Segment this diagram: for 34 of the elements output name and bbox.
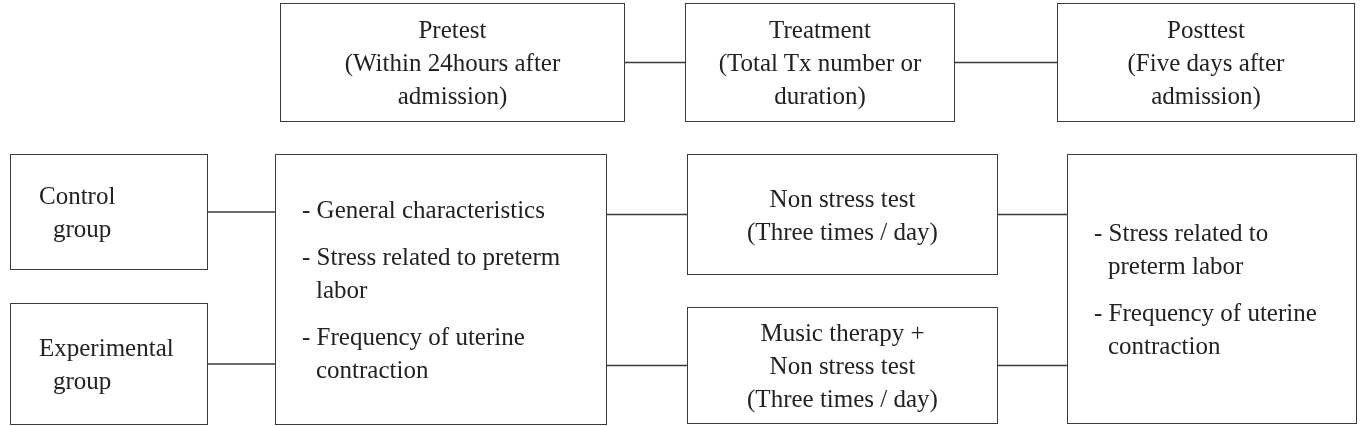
connector-line bbox=[606, 364, 688, 367]
measure-list-box bbox=[1067, 154, 1357, 424]
box-text: (Three times / day) bbox=[747, 384, 938, 415]
list-item: - General characteristics bbox=[302, 195, 545, 225]
box-text: Control group bbox=[39, 181, 117, 244]
box-heading: Pretest bbox=[418, 15, 487, 45]
group-box bbox=[10, 303, 208, 425]
group-box bbox=[10, 154, 208, 270]
intervention-box bbox=[687, 154, 998, 275]
list-item: - Frequency of uterine contraction bbox=[1094, 298, 1318, 361]
box-text: (Five days after admission) bbox=[1126, 48, 1286, 112]
box-text: Experimental group bbox=[39, 333, 175, 396]
connector-line bbox=[207, 211, 276, 213]
connector-line bbox=[606, 213, 688, 216]
phase-box bbox=[685, 3, 955, 122]
list-item: - Stress related to preterm labor bbox=[1094, 218, 1270, 281]
connector-line bbox=[207, 363, 276, 365]
box-heading: Posttest bbox=[1167, 15, 1245, 45]
phase-box bbox=[1057, 3, 1355, 122]
list-item: - Frequency of uterine contraction bbox=[302, 322, 526, 385]
connector-line bbox=[997, 364, 1068, 367]
connector-line bbox=[954, 61, 1058, 64]
connector-line bbox=[624, 61, 686, 64]
phase-box bbox=[280, 3, 625, 122]
box-heading: Treatment bbox=[769, 15, 871, 45]
box-text: (Three times / day) bbox=[747, 216, 938, 248]
connector-line bbox=[997, 213, 1068, 216]
box-heading: Non stress test bbox=[769, 183, 916, 214]
list-item: - Stress related to preterm labor bbox=[302, 242, 562, 305]
measure-list-box bbox=[275, 154, 607, 425]
box-heading: Music therapy + Non stress test bbox=[759, 318, 926, 381]
intervention-box bbox=[687, 307, 998, 424]
box-text: (Total Tx number or duration) bbox=[717, 48, 923, 112]
box-text: (Within 24hours after admission) bbox=[343, 48, 562, 111]
